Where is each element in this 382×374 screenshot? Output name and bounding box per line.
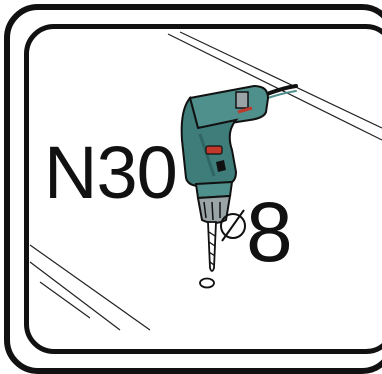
drill-hole-icon [200,279,214,288]
drill-diameter-value: 8 [246,190,293,274]
fitting-code-label: N30 [44,136,177,210]
